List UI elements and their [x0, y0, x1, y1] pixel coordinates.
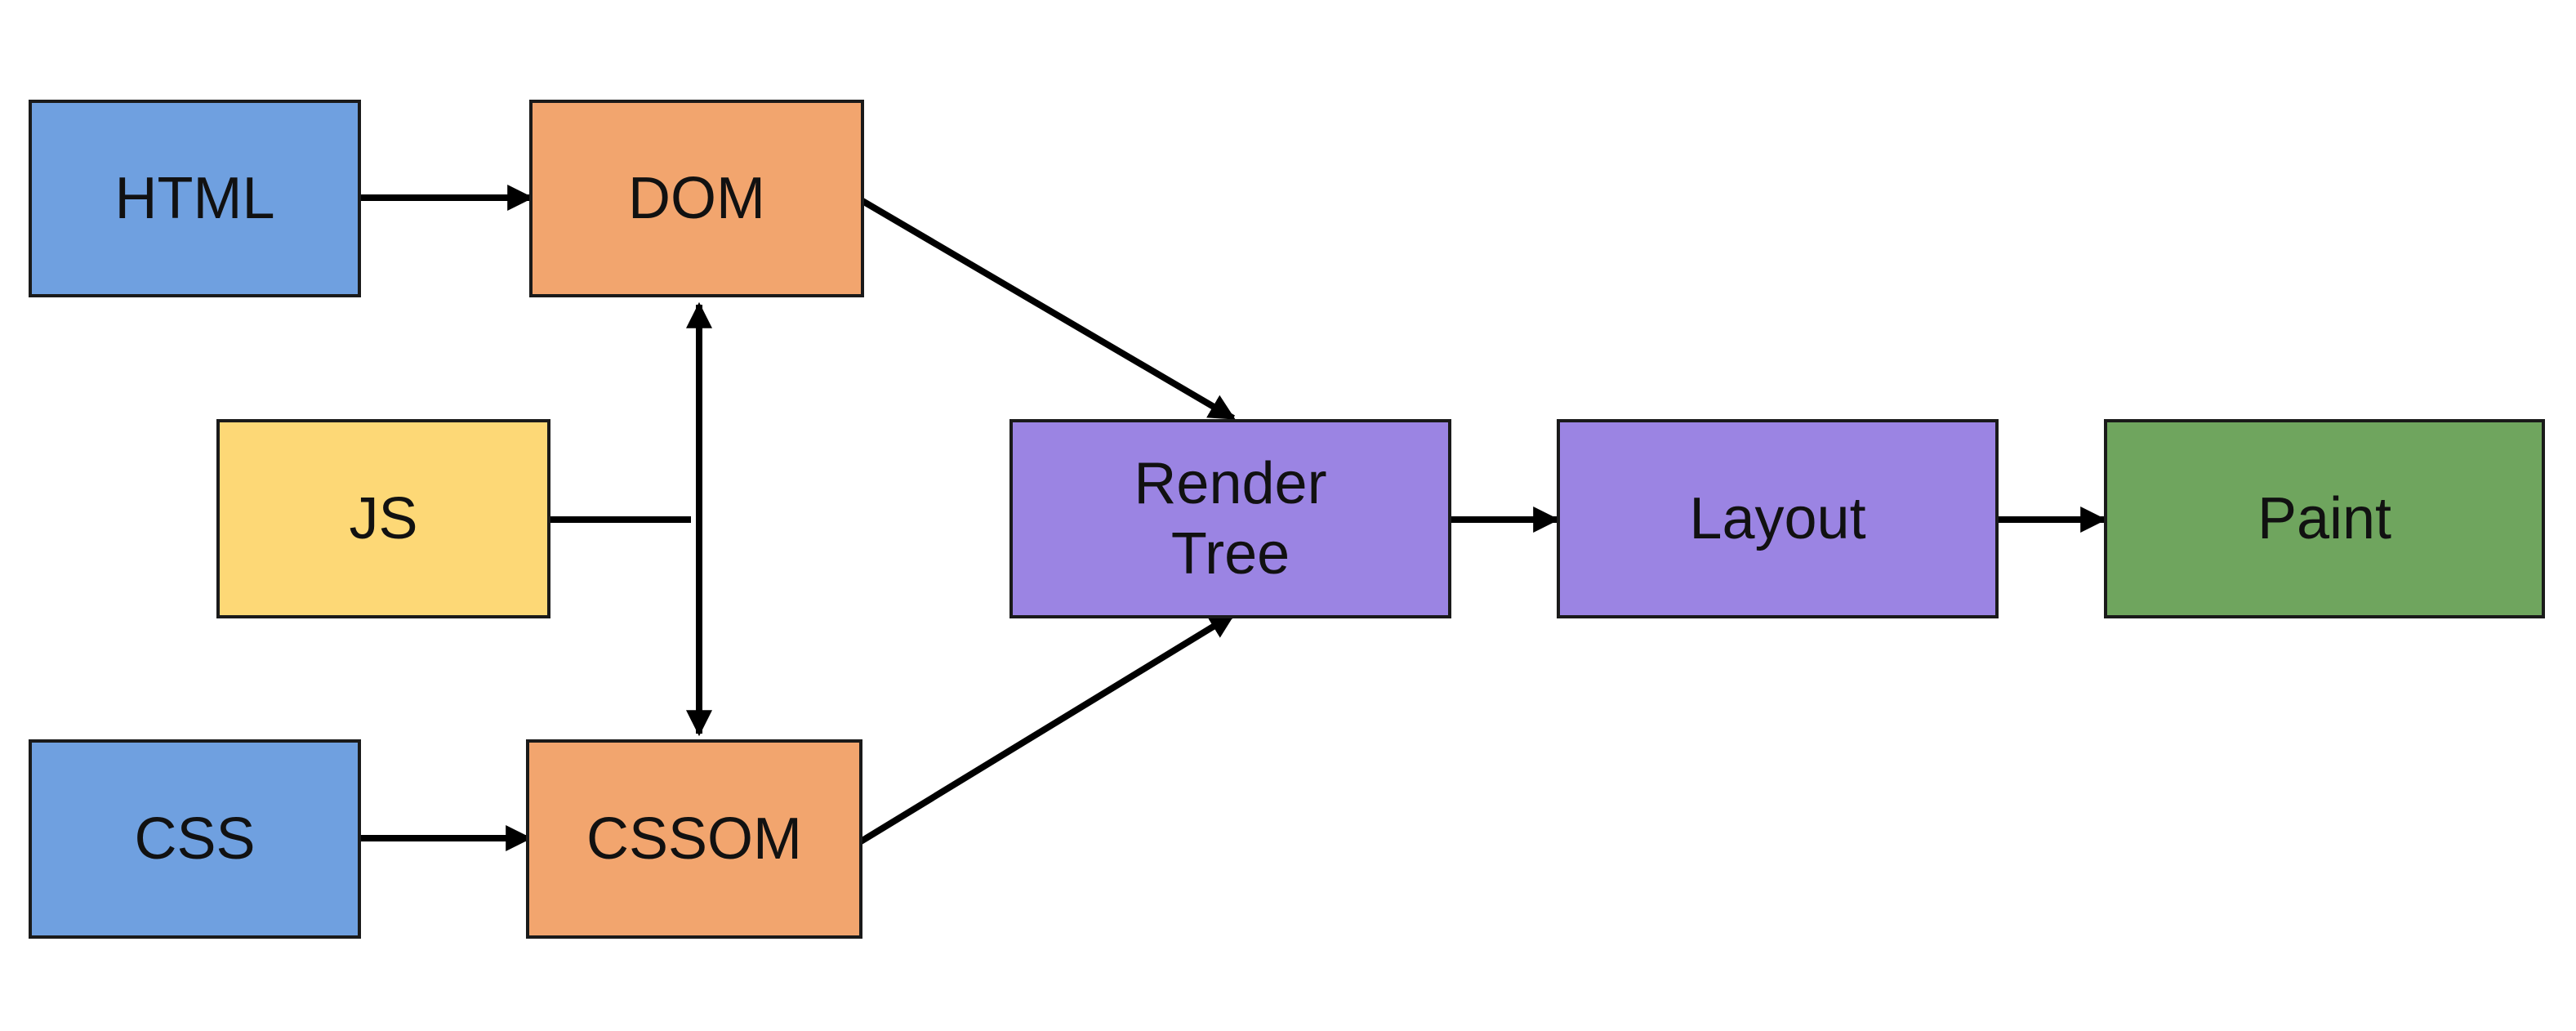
node-render-tree: Render Tree [1009, 419, 1451, 618]
node-dom: DOM [529, 100, 864, 297]
node-render-tree-label: Render Tree [1134, 450, 1327, 587]
node-paint-label: Paint [2257, 485, 2392, 551]
node-cssom-label: CSSOM [586, 806, 803, 872]
node-cssom: CSSOM [526, 739, 862, 939]
node-layout: Layout [1557, 419, 1999, 618]
node-html: HTML [29, 100, 361, 297]
node-css: CSS [29, 739, 361, 939]
node-paint: Paint [2104, 419, 2545, 618]
node-dom-label: DOM [628, 165, 765, 231]
node-layout-label: Layout [1689, 485, 1866, 551]
edge-cssom-to-render-tree [858, 611, 1236, 845]
node-css-label: CSS [134, 806, 256, 872]
node-js-label: JS [349, 485, 418, 551]
edge-dom-to-render-tree [860, 198, 1236, 422]
node-html-label: HTML [114, 165, 275, 231]
node-js: JS [216, 419, 550, 618]
